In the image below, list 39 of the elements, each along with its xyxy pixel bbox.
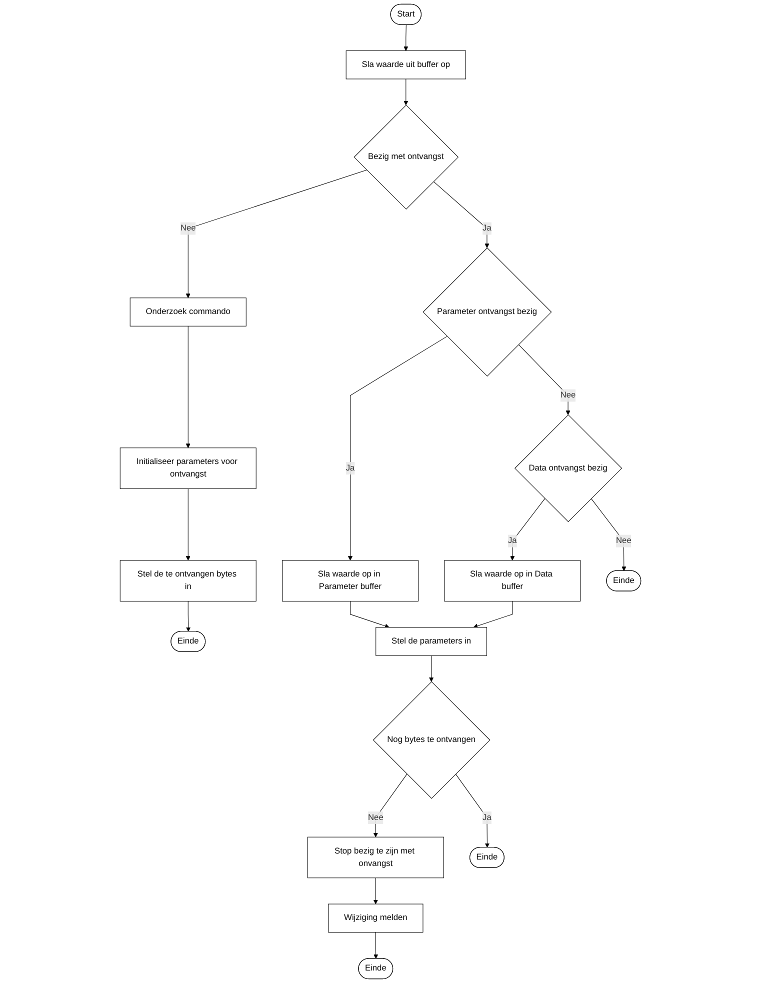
node-diamond: Nog bytes te ontvangen <box>372 681 490 799</box>
node-diamond: Bezig met ontvangst <box>354 104 459 210</box>
arrow <box>186 326 190 448</box>
arrow <box>186 170 367 298</box>
arrow <box>510 498 546 561</box>
edge-label: Nee <box>368 813 384 822</box>
edge-label: Nee <box>560 390 576 400</box>
node-box: Initialiseer parameters voor ontvangst <box>120 448 256 489</box>
arrow <box>590 498 626 572</box>
arrow <box>473 600 513 628</box>
edge-label: Ja <box>346 464 355 472</box>
node-diamond: Parameter ontvangst bezig <box>422 248 552 376</box>
arrow <box>429 655 434 682</box>
node-box: Stop bezig te zijn met onvangst <box>307 836 444 878</box>
arrow <box>433 181 490 248</box>
arrow <box>518 344 570 416</box>
node-box: Wijziging melden <box>328 904 424 933</box>
node-box: Onderzoek commando <box>130 298 246 326</box>
node-diamond: Data ontvangst bezig <box>514 414 622 522</box>
arrow <box>186 600 191 632</box>
edge-label: Nee <box>616 536 632 546</box>
node-box: Sla waarde op in Parameter buffer <box>282 560 418 602</box>
node-box: Sla waarde op in Data buffer <box>444 560 581 602</box>
arrow <box>404 24 408 51</box>
node-box: Stel de parameters in <box>376 627 488 656</box>
edge-label: Ja <box>508 536 517 546</box>
arrow <box>455 774 490 848</box>
arrow <box>186 488 190 561</box>
edge-label: Nee <box>180 224 196 233</box>
node-box: Sla waarde uit buffer op <box>346 50 466 80</box>
arrow <box>350 600 390 628</box>
arrow <box>348 336 448 561</box>
arrow <box>373 774 408 838</box>
arrow <box>374 932 378 959</box>
node-box: Stel de te ontvangen bytes in <box>120 560 256 602</box>
arrow <box>373 878 378 904</box>
arrow <box>404 78 408 106</box>
edge-label: Ja <box>482 813 492 822</box>
edge-label: Ja <box>482 224 492 233</box>
